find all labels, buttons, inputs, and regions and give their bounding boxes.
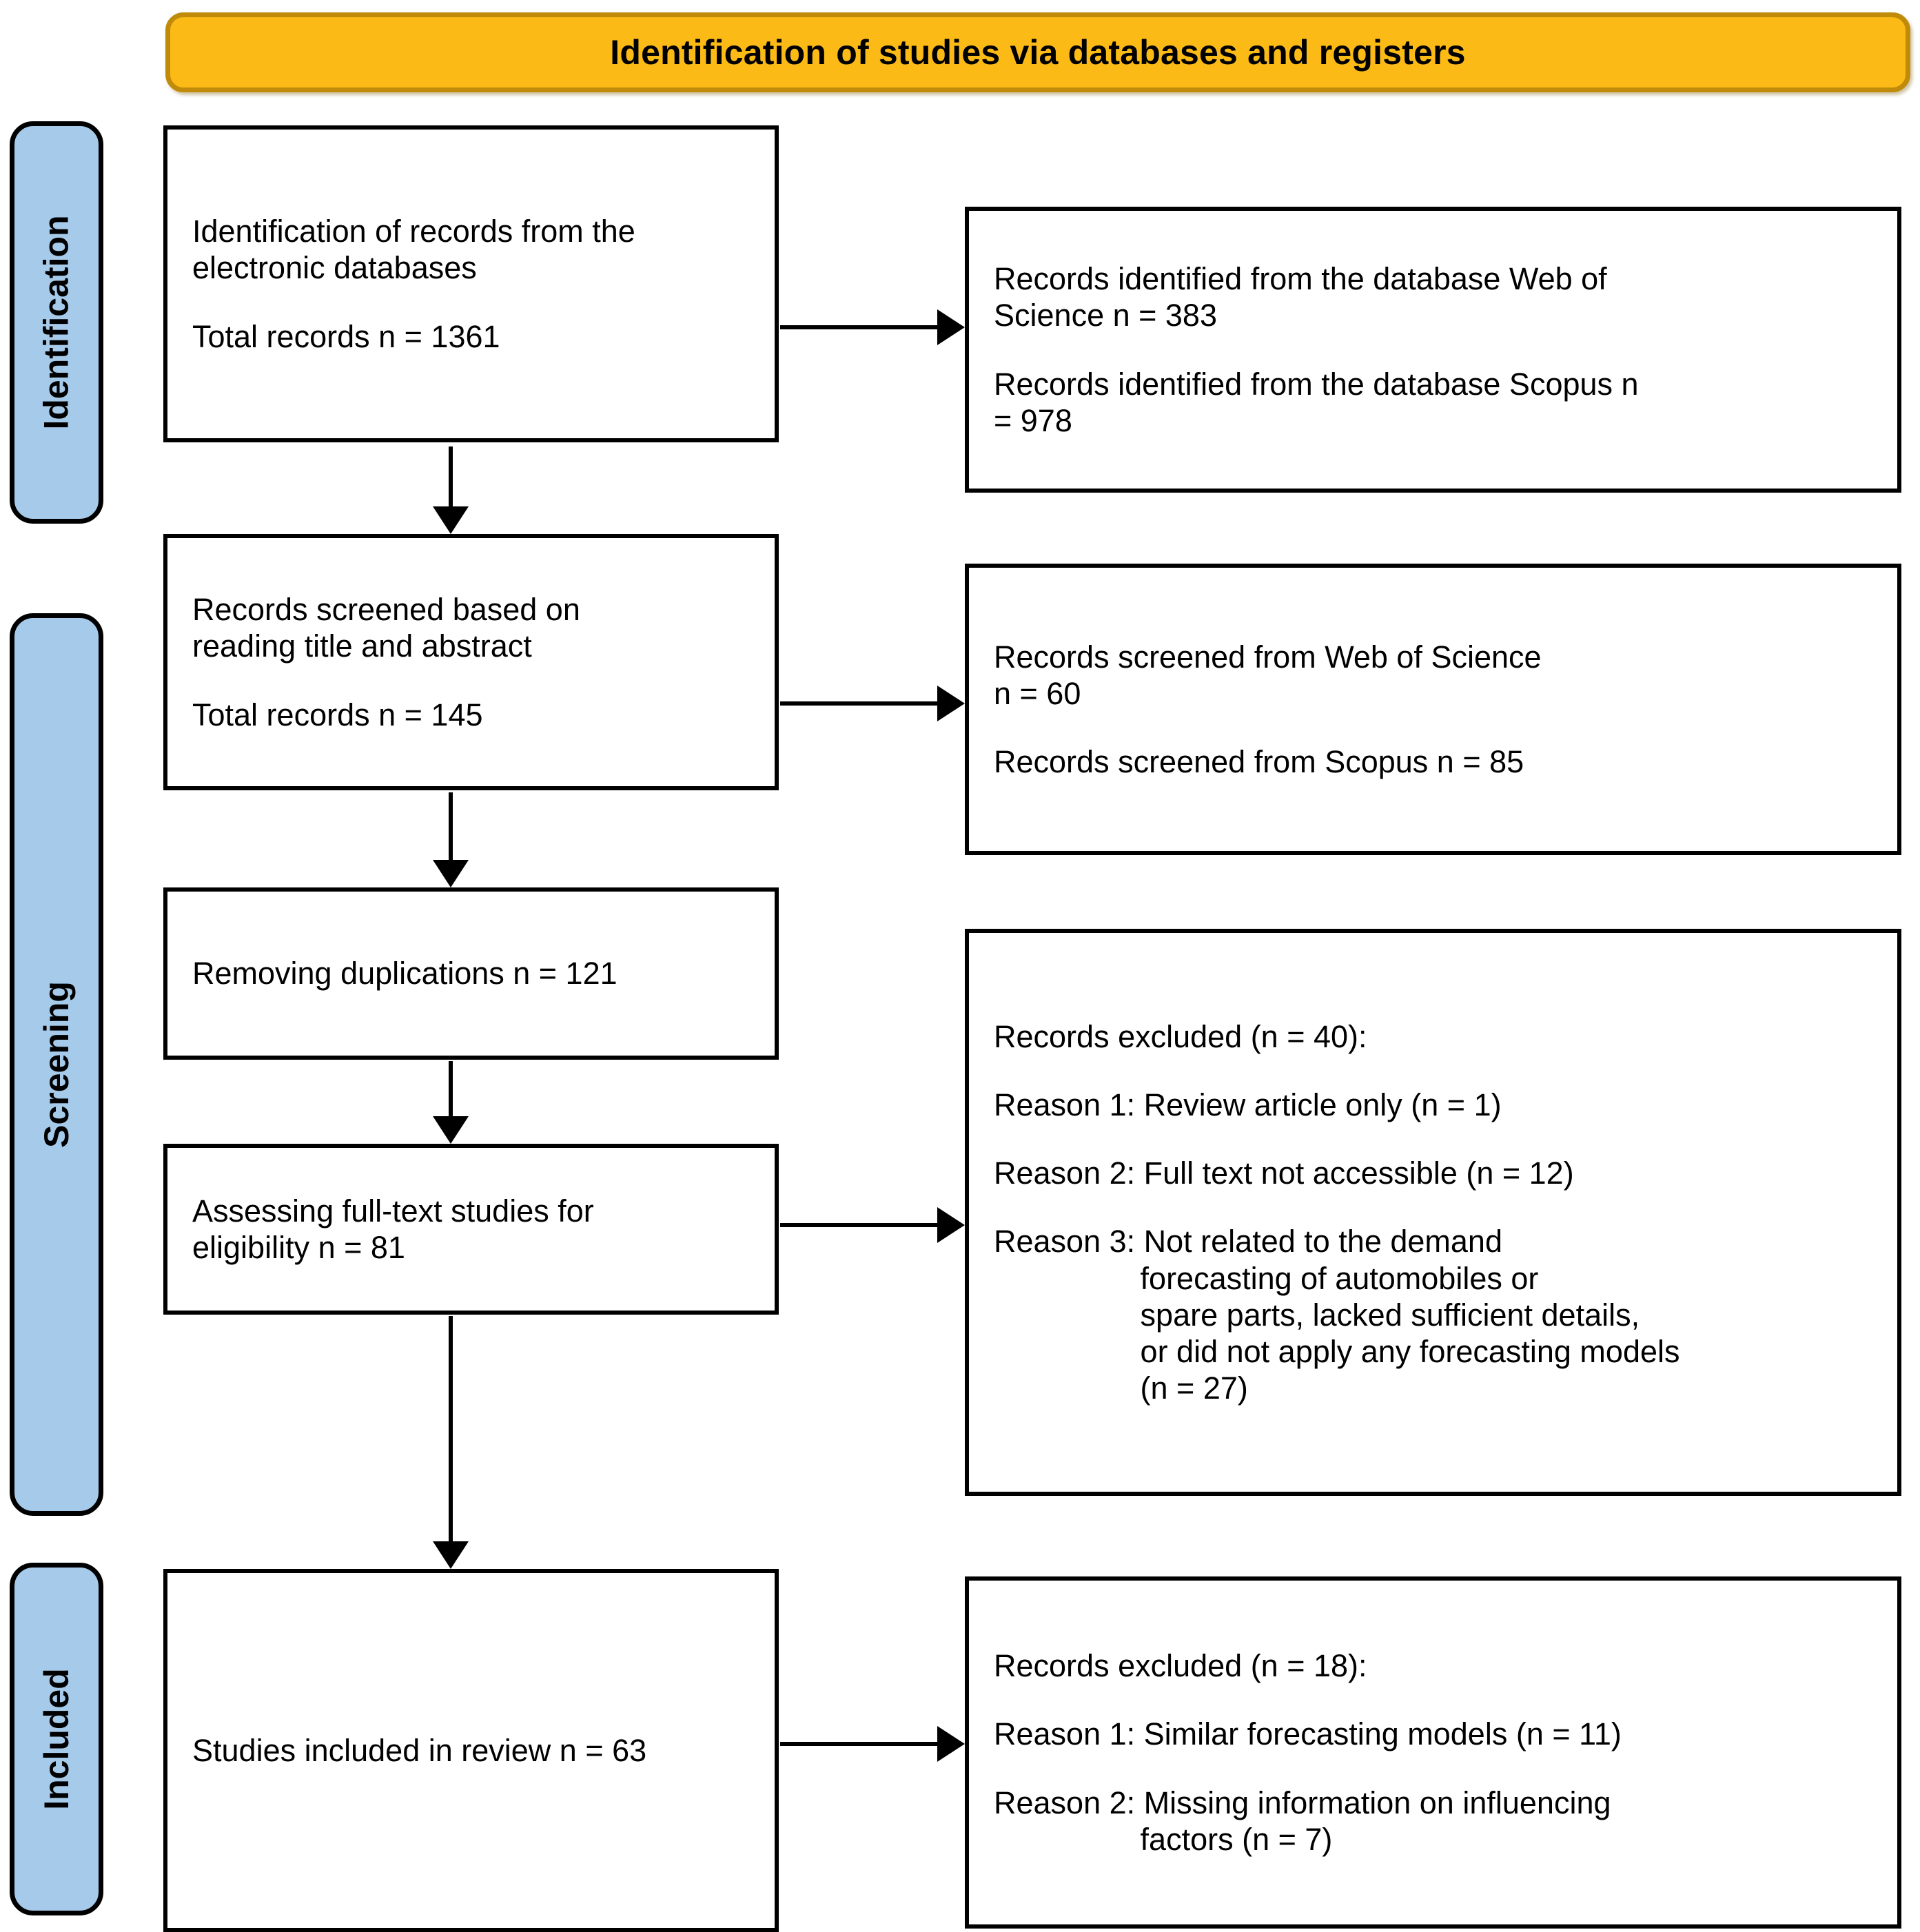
box-records-excluded-screening: Records excluded (n = 40): Reason 1: Rev… — [965, 929, 1901, 1496]
box-removing-duplications-line1: Removing duplications n = 121 — [192, 956, 617, 991]
arrow-identification-to-screening-line — [449, 446, 453, 506]
box-records-excluded-included-heading: Records excluded (n = 18): — [994, 1648, 1367, 1684]
box-records-excluded-included: Records excluded (n = 18): Reason 1: Sim… — [965, 1576, 1901, 1929]
box-records-identified-by-database: Records identified from the database Web… — [965, 207, 1901, 493]
arrow-duplications-to-fulltext-head-icon — [433, 1116, 469, 1144]
arrow-screening-to-databases-line — [780, 701, 937, 706]
box-records-excluded-screening-heading: Records excluded (n = 40): — [994, 1019, 1367, 1055]
stage-label-screening: Screening — [10, 613, 103, 1516]
arrow-fulltext-to-excluded-head-icon — [937, 1207, 965, 1243]
stage-label-identification: Identification — [10, 121, 103, 524]
diagram-title: Identification of studies via databases … — [610, 33, 1466, 72]
stage-label-included: Included — [10, 1563, 103, 1915]
box-records-screened-total-line2: Total records n = 145 — [192, 697, 483, 732]
box-records-excluded-included-reason1: Reason 1: Similar forecasting models (n … — [994, 1716, 1622, 1752]
box-fulltext-assessed: Assessing full-text studies for eligibil… — [163, 1144, 779, 1315]
box-records-screened-total-line1: Records screened based on reading title … — [192, 592, 580, 664]
box-records-identified-wos: Records identified from the database Web… — [994, 261, 1607, 333]
box-records-excluded-screening-reason2: Reason 2: Full text not accessible (n = … — [994, 1155, 1574, 1191]
box-studies-included-line1: Studies included in review n = 63 — [192, 1732, 647, 1768]
arrow-screening-to-duplications-head-icon — [433, 860, 469, 887]
arrow-identification-to-databases-head-icon — [937, 309, 965, 345]
arrow-fulltext-to-included-line — [449, 1316, 453, 1541]
arrow-identification-to-databases-line — [780, 325, 937, 329]
diagram-header-banner: Identification of studies via databases … — [165, 12, 1910, 92]
arrow-screening-to-duplications-line — [449, 792, 453, 860]
box-records-excluded-screening-reason1: Reason 1: Review article only (n = 1) — [994, 1087, 1502, 1123]
box-removing-duplications: Removing duplications n = 121 — [163, 887, 779, 1060]
box-records-identified-total-line1: Identification of records from the elect… — [192, 214, 635, 286]
box-studies-included: Studies included in review n = 63 — [163, 1569, 779, 1932]
stage-label-screening-text: Screening — [37, 981, 76, 1148]
box-records-excluded-included-reason2: Reason 2: Missing information on influen… — [994, 1785, 1611, 1857]
box-records-screened-scopus: Records screened from Scopus n = 85 — [994, 744, 1524, 780]
arrow-identification-to-screening-head-icon — [433, 506, 469, 534]
box-records-screened-by-database: Records screened from Web of Science n =… — [965, 564, 1901, 855]
stage-label-included-text: Included — [37, 1668, 76, 1810]
arrow-included-to-excluded-line — [780, 1742, 937, 1746]
arrow-fulltext-to-excluded-line — [780, 1223, 937, 1227]
box-records-screened-wos: Records screened from Web of Science n =… — [994, 639, 1542, 711]
box-records-excluded-screening-reason3: Reason 3: Not related to the demand fore… — [994, 1224, 1680, 1406]
box-records-screened-total: Records screened based on reading title … — [163, 534, 779, 790]
box-records-identified-total: Identification of records from the elect… — [163, 125, 779, 442]
stage-label-identification-text: Identification — [37, 215, 76, 430]
arrow-duplications-to-fulltext-line — [449, 1061, 453, 1116]
box-records-identified-scopus: Records identified from the database Sco… — [994, 366, 1639, 438]
arrow-included-to-excluded-head-icon — [937, 1726, 965, 1762]
arrow-fulltext-to-included-head-icon — [433, 1541, 469, 1569]
box-fulltext-assessed-line1: Assessing full-text studies for eligibil… — [192, 1193, 594, 1265]
box-records-identified-total-line2: Total records n = 1361 — [192, 318, 500, 354]
arrow-screening-to-databases-head-icon — [937, 686, 965, 721]
